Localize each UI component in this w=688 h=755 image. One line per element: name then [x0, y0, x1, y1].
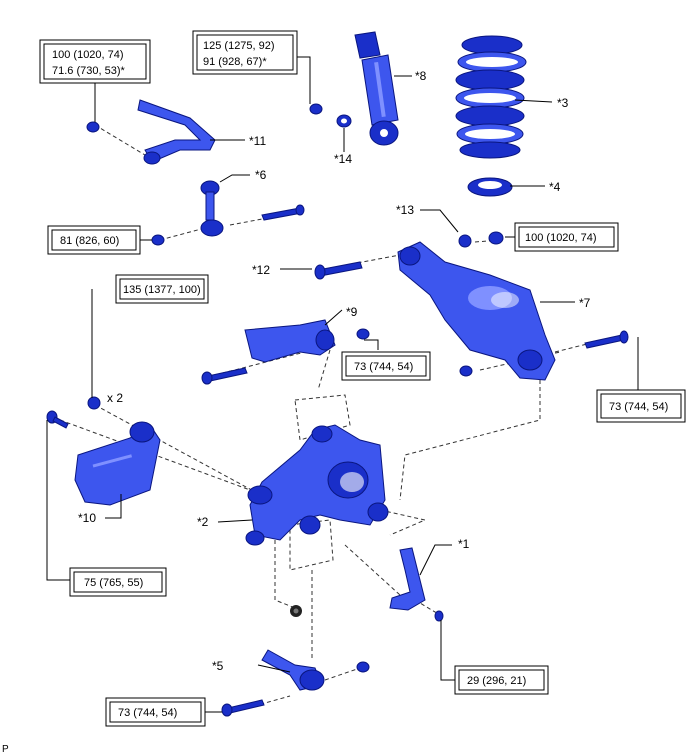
torque-box-member-bolt: 75 (765, 55): [69, 567, 167, 597]
torque-shock-line2: 91 (928, 67)*: [203, 56, 267, 68]
shock-washer: [336, 114, 352, 128]
arm7-bolt: [584, 330, 629, 349]
torque-box-shock-nut: 125 (1275, 92) 91 (928, 67)*: [192, 30, 298, 75]
callout-12: *12: [252, 263, 270, 277]
quantity-note: x 2: [107, 391, 123, 405]
axle-carrier: [245, 424, 389, 546]
shock-nut: [309, 103, 323, 115]
torque-box-arm9-bolt: 73 (744, 54): [341, 351, 431, 381]
torque-arm9-bolt: 73 (744, 54): [354, 361, 413, 373]
arm-bolt: [314, 261, 363, 280]
assembly-lines: [59, 124, 596, 711]
torque-arm-nut: 100 (1020, 74): [525, 232, 597, 244]
torque-stabilizer-line2: 71.6 (730, 53)*: [52, 65, 125, 77]
shock-absorber: [354, 31, 399, 146]
callout-13: *13: [396, 203, 414, 217]
torque-bracket-bolt: 29 (296, 21): [467, 675, 526, 687]
torque-shock-line1: 125 (1275, 92): [203, 40, 275, 52]
torque-carrier-bolt: 135 (1377, 100): [123, 284, 201, 296]
arm7-nut: [459, 365, 473, 377]
arm9-bolt: [201, 367, 248, 385]
bracket: [389, 547, 426, 611]
lower-nut: [356, 661, 370, 673]
link-nut: [151, 234, 165, 246]
upper-arm: [244, 319, 336, 363]
lower-bolt: [221, 699, 265, 717]
coil-spring: [455, 35, 527, 159]
callout-6: *6: [255, 168, 267, 182]
stabilizer-bar: [137, 99, 216, 165]
callout-1: *1: [458, 537, 470, 551]
arm-washer: [458, 234, 472, 248]
carrier-bolt: [87, 396, 101, 410]
arm-nut: [488, 231, 504, 245]
grommet: [290, 605, 302, 617]
torque-box-link-bolt: 81 (826, 60): [47, 225, 141, 255]
callout-3: *3: [557, 96, 569, 110]
lower-suspension-arm: [397, 241, 556, 381]
arm9-nut: [356, 328, 370, 340]
callout-11: *11: [249, 134, 266, 148]
callout-7: *7: [579, 296, 591, 310]
torque-stabilizer-line1: 100 (1020, 74): [52, 49, 124, 61]
callout-4: *4: [549, 180, 561, 194]
stabilizer-nut: [86, 121, 100, 133]
lower-link: [261, 649, 325, 691]
torque-box-lower-bolt: 73 (744, 54): [105, 697, 206, 727]
torque-box-carrier-bolt: 135 (1377, 100): [115, 274, 209, 304]
callout-8: *8: [415, 69, 427, 83]
torque-member-bolt: 75 (765, 55): [84, 577, 143, 589]
torque-box-bracket-bolt: 29 (296, 21): [454, 665, 549, 695]
bracket-bolt: [434, 610, 444, 622]
torque-lower-bolt: 73 (744, 54): [118, 707, 177, 719]
stabilizer-link: [200, 180, 224, 237]
torque-link-bolt: 81 (826, 60): [60, 235, 119, 247]
torque-box-arm7-bolt: 73 (744, 54): [596, 389, 686, 423]
leader-lines: [46, 56, 639, 713]
callout-14: *14: [334, 152, 352, 166]
callout-9: *9: [346, 305, 358, 319]
link-bolt: [261, 204, 305, 221]
member-bolt: [46, 410, 69, 429]
callout-labels: *1 *2 *3 *4 *5 *6 *7 *8 *9 *10 *11 *12 *…: [2, 69, 591, 755]
callout-2: *2: [197, 515, 209, 529]
torque-arm7-bolt: 73 (744, 54): [609, 401, 668, 413]
torque-box-arm-nut: 100 (1020, 74): [514, 222, 619, 252]
suspension-member-arm: [74, 421, 161, 506]
spring-insulator: [467, 177, 513, 197]
callout-5: *5: [212, 659, 224, 673]
corner-code: P: [2, 744, 9, 755]
callout-10: *10: [78, 511, 96, 525]
torque-box-stabilizer-nut: 100 (1020, 74) 71.6 (730, 53)*: [39, 39, 151, 84]
